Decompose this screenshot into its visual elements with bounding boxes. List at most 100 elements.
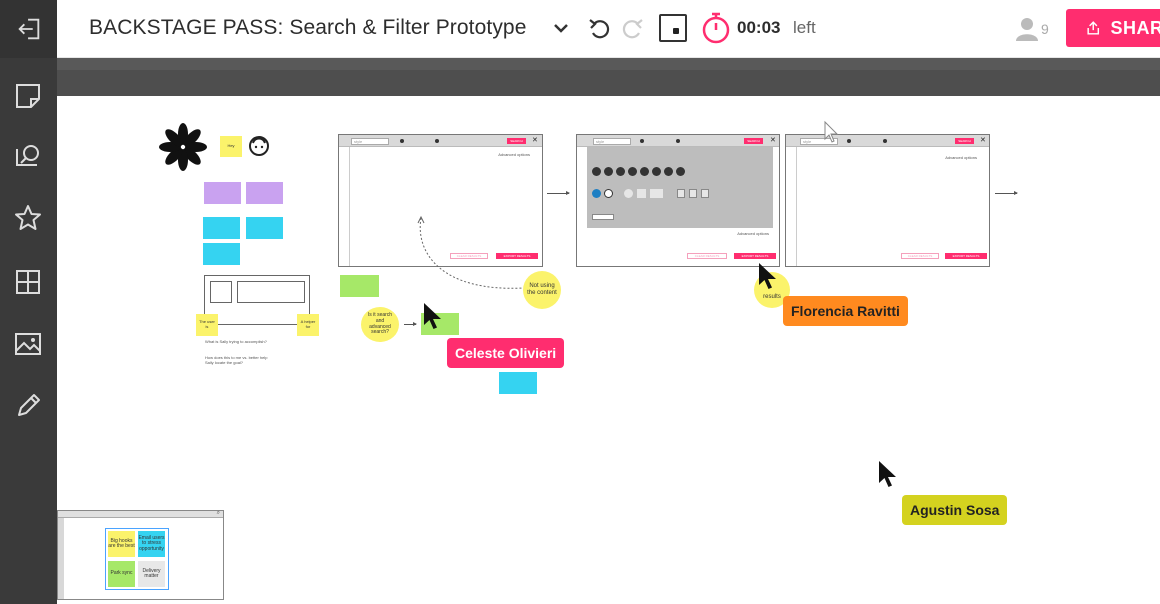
- prototype-frame-1[interactable]: style SEARCH ✕ Advanced options CLEAR RE…: [338, 134, 543, 267]
- sticky-note[interactable]: [203, 243, 240, 265]
- cursor-arrow-icon: [879, 461, 896, 487]
- comment-search-tool[interactable]: [8, 136, 48, 176]
- filter-option[interactable]: [701, 189, 709, 198]
- minimap[interactable]: ⌕ Big hooks are the best Email users to …: [57, 510, 224, 600]
- frame-search-button[interactable]: SEARCH: [744, 138, 763, 144]
- dashed-connector: [417, 215, 524, 289]
- image-icon: [15, 333, 41, 355]
- sticky-note-icon: [16, 84, 40, 108]
- minimap-search-icon[interactable]: ⌕: [216, 510, 220, 516]
- pen-tool[interactable]: [8, 386, 48, 426]
- participant-count: 9: [1041, 21, 1049, 37]
- close-icon[interactable]: ✕: [532, 137, 538, 144]
- close-icon[interactable]: ✕: [770, 137, 776, 144]
- filter-option[interactable]: [616, 167, 625, 176]
- chevron-down-icon[interactable]: [551, 16, 571, 40]
- sticky-note[interactable]: The user is: [196, 314, 218, 336]
- prototype-frame-2[interactable]: style SEARCH ✕: [576, 134, 780, 267]
- frame-body: Advanced options CLEAR RESULTS EXPORT RE…: [796, 147, 987, 266]
- filter-option[interactable]: [640, 167, 649, 176]
- filter-dropdown[interactable]: [592, 214, 614, 220]
- timer-value[interactable]: 00:03: [737, 18, 781, 37]
- advanced-options-link[interactable]: Advanced options: [498, 152, 530, 157]
- sticky-note[interactable]: [246, 217, 283, 239]
- annotation-circle[interactable]: Is it search and advanced search?: [361, 307, 399, 342]
- close-icon[interactable]: ✕: [980, 137, 986, 144]
- minimap-sticky: Park sync: [108, 561, 135, 587]
- filter-option[interactable]: [624, 189, 633, 198]
- canvas-text[interactable]: How does this to me vs. better help Sall…: [205, 355, 268, 365]
- frame-search-button[interactable]: SEARCH: [507, 138, 526, 144]
- prototype-frame-3[interactable]: style SEARCH ✕ Advanced options CLEAR RE…: [785, 134, 990, 267]
- frame-search-input[interactable]: style: [351, 138, 389, 145]
- redo-icon[interactable]: [619, 16, 645, 42]
- filter-option[interactable]: [689, 189, 697, 198]
- sticky-note[interactable]: [246, 182, 283, 204]
- sticky-note-tool[interactable]: [8, 76, 48, 116]
- export-results-button[interactable]: EXPORT RESULTS: [496, 253, 538, 259]
- wireframe-box: [237, 281, 305, 303]
- filter-option[interactable]: [652, 167, 661, 176]
- radio-icon: [676, 139, 680, 143]
- undo-icon[interactable]: [587, 16, 613, 42]
- star-icon: [15, 205, 41, 230]
- user-icon[interactable]: [1015, 16, 1039, 42]
- board-title[interactable]: BACKSTAGE PASS: Search & Filter Prototyp…: [89, 16, 527, 39]
- collaborator-tag: Agustin Sosa: [902, 495, 1008, 525]
- share-upload-icon: [1087, 21, 1100, 35]
- clear-results-button[interactable]: CLEAR RESULTS: [901, 253, 939, 259]
- clear-results-button[interactable]: CLEAR RESULTS: [687, 253, 727, 259]
- timer-icon[interactable]: [700, 11, 732, 45]
- frame-search-input[interactable]: style: [800, 138, 838, 145]
- minimap-sticky: Email users to stress opportunity: [138, 531, 165, 557]
- clear-results-button[interactable]: CLEAR RESULTS: [450, 253, 488, 259]
- share-button[interactable]: SHARE: [1066, 9, 1160, 47]
- radio-icon: [883, 139, 887, 143]
- filter-option[interactable]: [677, 189, 685, 198]
- annotation-circle[interactable]: Not using the content: [523, 271, 561, 309]
- sticky-note[interactable]: [203, 217, 240, 239]
- avatar-sketch-icon: [249, 136, 269, 156]
- filter-option[interactable]: [664, 167, 673, 176]
- filter-option[interactable]: [592, 167, 601, 176]
- present-frame-button[interactable]: [659, 14, 687, 42]
- frame-search-button[interactable]: SEARCH: [955, 138, 974, 144]
- connector-arrow: [547, 191, 570, 195]
- cursor-arrow-icon: [759, 263, 776, 289]
- export-results-button[interactable]: EXPORT RESULTS: [734, 253, 776, 259]
- sticky-note[interactable]: [204, 182, 241, 204]
- filter-option[interactable]: [604, 167, 613, 176]
- sticky-note[interactable]: A helper for: [297, 314, 319, 336]
- filter-option[interactable]: [637, 189, 646, 198]
- sticky-note[interactable]: [340, 275, 379, 297]
- frame-toolbar: style SEARCH ✕: [577, 135, 779, 147]
- top-bar: BACKSTAGE PASS: Search & Filter Prototyp…: [57, 0, 1160, 58]
- minimap-viewport[interactable]: Big hooks are the best Email users to st…: [105, 528, 169, 590]
- advanced-options-link[interactable]: Advanced options: [945, 155, 977, 160]
- collaborator-tag: Florencia Ravitti: [783, 296, 908, 326]
- pencil-icon: [18, 394, 40, 416]
- wireframe-box: [210, 281, 232, 303]
- filter-option[interactable]: [592, 189, 601, 198]
- sticky-note[interactable]: Hey: [220, 136, 242, 157]
- wireframe-sketch[interactable]: [204, 275, 310, 325]
- layout-tool[interactable]: [8, 262, 48, 302]
- export-results-button[interactable]: EXPORT RESULTS: [945, 253, 987, 259]
- sticky-note[interactable]: [499, 372, 537, 394]
- image-tool[interactable]: [8, 324, 48, 364]
- exit-board-button[interactable]: [0, 0, 57, 58]
- share-label: SHARE: [1110, 17, 1160, 38]
- canvas-text[interactable]: What is Sally trying to accomplish?: [205, 339, 267, 344]
- filter-option[interactable]: [604, 189, 613, 198]
- left-toolbar: [0, 0, 57, 604]
- search-comment-icon: [16, 145, 39, 166]
- filter-option[interactable]: [650, 189, 663, 198]
- favorites-tool[interactable]: [8, 198, 48, 238]
- minimap-rail: [58, 518, 64, 599]
- filter-option[interactable]: [676, 167, 685, 176]
- frame-search-input[interactable]: style: [593, 138, 631, 145]
- filter-option[interactable]: [628, 167, 637, 176]
- advanced-options-link[interactable]: Advanced options: [737, 231, 769, 236]
- frame-body: Advanced options CLEAR RESULTS EXPORT RE…: [349, 147, 538, 266]
- radio-icon: [640, 139, 644, 143]
